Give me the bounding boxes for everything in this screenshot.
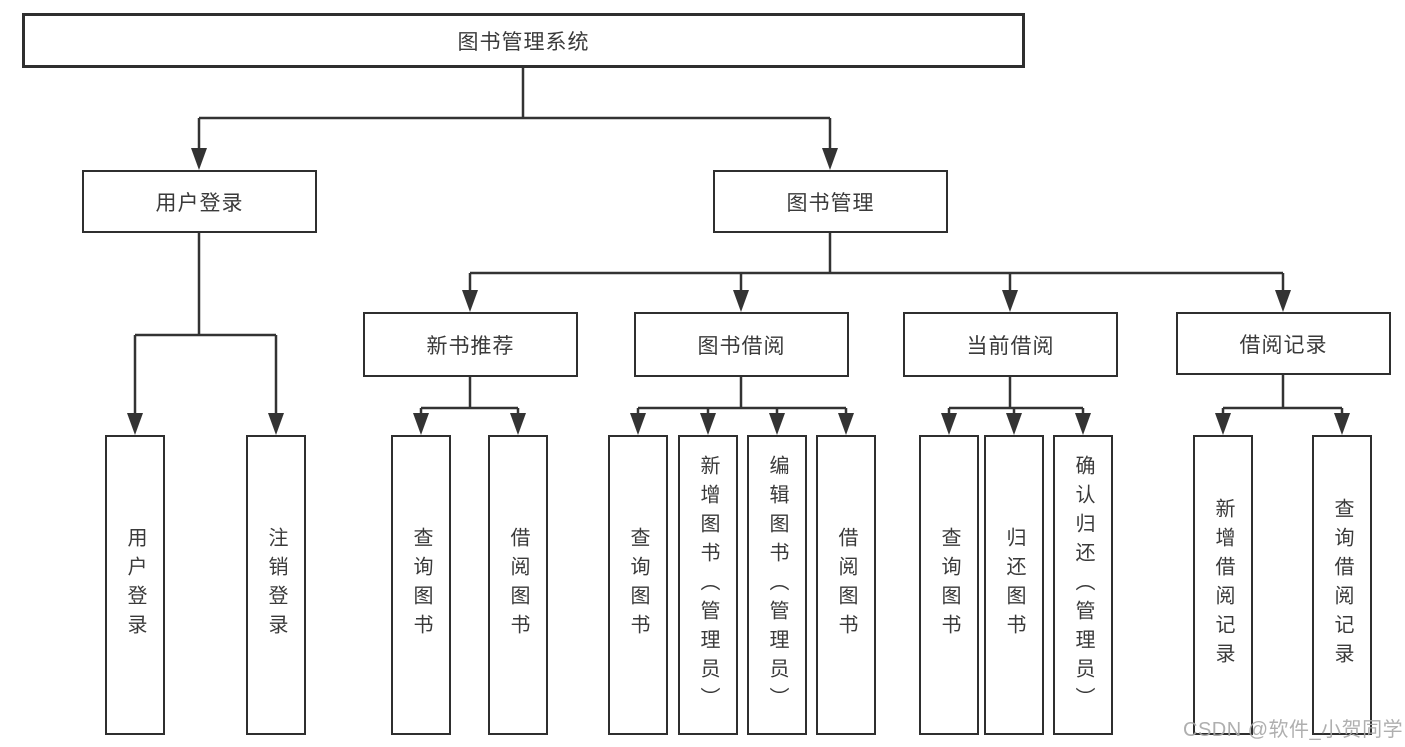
leaf-nbr-borrow-book: 借阅图书 [488,435,548,735]
leaf-nbr-borrow-book-label: 借阅图书 [507,527,529,643]
leaf-logout: 注销登录 [246,435,306,735]
leaf-user-login-label: 用户登录 [124,527,146,643]
node-new-book-recommend: 新书推荐 [363,312,578,377]
node-root: 图书管理系统 [22,13,1025,68]
leaf-bb-borrow-book-label: 借阅图书 [835,527,857,643]
leaf-user-login: 用户登录 [105,435,165,735]
leaf-cb-return-book-label: 归还图书 [1003,527,1025,643]
node-current-borrow: 当前借阅 [903,312,1118,377]
leaf-cb-query-book: 查询图书 [919,435,979,735]
leaf-br-add-record-label: 新增借阅记录 [1212,498,1234,672]
leaf-cb-return-book: 归还图书 [984,435,1044,735]
node-borrow-record: 借阅记录 [1176,312,1391,375]
leaf-bb-add-book-admin-label: 新增图书（管理员） [697,454,719,716]
node-user-login: 用户登录 [82,170,317,233]
leaf-cb-confirm-return-admin-label: 确认归还（管理员） [1072,454,1094,716]
leaf-logout-label: 注销登录 [265,527,287,643]
leaf-bb-edit-book-admin: 编辑图书（管理员） [747,435,807,735]
leaf-br-query-record-label: 查询借阅记录 [1331,498,1353,672]
leaf-nbr-query-book: 查询图书 [391,435,451,735]
leaf-bb-query-book: 查询图书 [608,435,668,735]
node-book-borrow: 图书借阅 [634,312,849,377]
leaf-bb-edit-book-admin-label: 编辑图书（管理员） [766,454,788,716]
leaf-bb-query-book-label: 查询图书 [627,527,649,643]
leaf-cb-query-book-label: 查询图书 [938,527,960,643]
node-book-management: 图书管理 [713,170,948,233]
leaf-bb-borrow-book: 借阅图书 [816,435,876,735]
leaf-br-add-record: 新增借阅记录 [1193,435,1253,735]
leaf-cb-confirm-return-admin: 确认归还（管理员） [1053,435,1113,735]
leaf-br-query-record: 查询借阅记录 [1312,435,1372,735]
watermark: CSDN @软件_小贺同学 [1183,719,1404,741]
leaf-bb-add-book-admin: 新增图书（管理员） [678,435,738,735]
leaf-nbr-query-book-label: 查询图书 [410,527,432,643]
